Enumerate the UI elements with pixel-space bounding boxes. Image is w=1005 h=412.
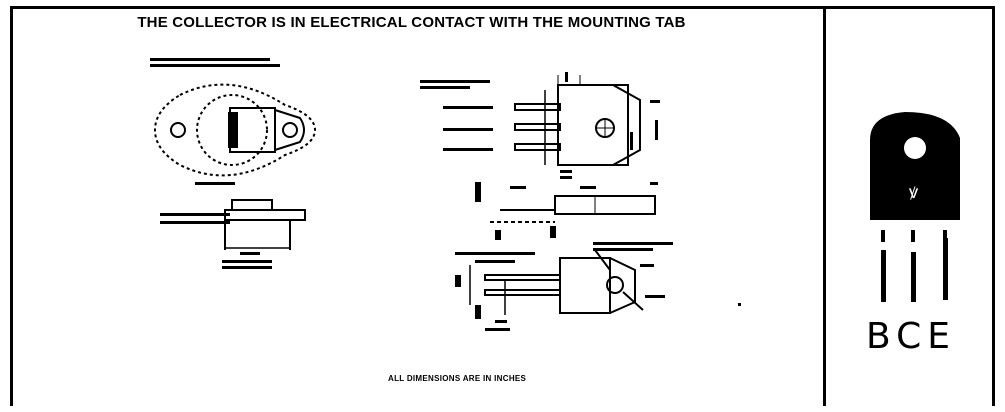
tab-dimension-drawing: [420, 72, 673, 331]
svg-text:ꝟ: ꝟ: [909, 182, 919, 203]
units-footnote: ALL DIMENSIONS ARE IN INCHES: [388, 374, 527, 383]
pin-label-collector: C: [896, 316, 928, 357]
stray-dot: [738, 303, 741, 306]
page-title: THE COLLECTOR IS IN ELECTRICAL CONTACT W…: [137, 14, 686, 31]
panel-divider: [823, 6, 826, 406]
to3p-package-illustration: ꝟ: [870, 112, 960, 302]
pin-label-emitter: E: [927, 316, 956, 357]
document-frame: [10, 6, 995, 406]
mounting-footprint-drawing: [150, 58, 317, 269]
pin-label-base: B: [866, 316, 897, 357]
pin-labels: BCE: [866, 316, 956, 357]
